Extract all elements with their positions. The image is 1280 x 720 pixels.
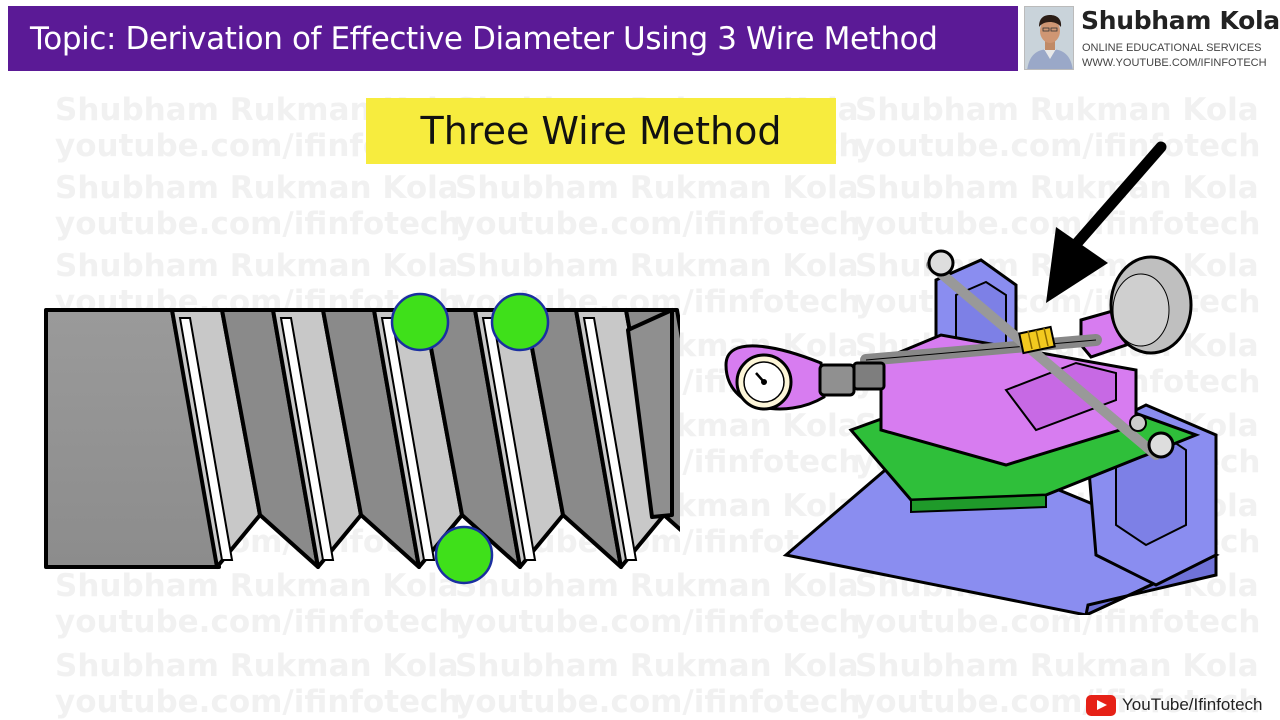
youtube-badge[interactable]: YouTube/Ifinfotech	[1086, 693, 1263, 717]
wire-bottom	[434, 525, 494, 585]
method-label-box: Three Wire Method	[366, 98, 836, 164]
thread-highlight	[481, 317, 537, 561]
wire-top-right	[490, 292, 550, 352]
measuring-machine-diagram	[724, 141, 1220, 615]
thread-highlight	[178, 317, 234, 561]
youtube-label: YouTube/Ifinfotech	[1122, 695, 1263, 714]
arrow-pointer-icon	[1046, 141, 1167, 303]
thread-teeth	[170, 308, 680, 569]
brand-block: Shubham Kola ONLINE EDUCATIONAL SERVICES…	[1024, 4, 1280, 72]
screw-thread-diagram	[44, 292, 680, 585]
page-title: Topic: Derivation of Effective Diameter …	[30, 20, 938, 57]
presenter-avatar-icon	[1025, 7, 1073, 69]
brand-url: WWW.YOUTUBE.COM/IFINFOTECH	[1082, 57, 1267, 69]
brand-name: Shubham Kola	[1081, 6, 1280, 35]
thread-highlight	[582, 317, 638, 561]
screw-end	[626, 308, 674, 519]
brand-subtitle: ONLINE EDUCATIONAL SERVICES	[1082, 42, 1262, 54]
title-bar: Topic: Derivation of Effective Diameter …	[8, 6, 1018, 71]
thread-highlight	[380, 317, 436, 561]
wire-top-left	[390, 292, 450, 352]
avatar	[1024, 6, 1074, 70]
method-label: Three Wire Method	[420, 109, 782, 153]
youtube-play-icon	[1086, 694, 1116, 716]
thread-highlight	[279, 317, 335, 561]
